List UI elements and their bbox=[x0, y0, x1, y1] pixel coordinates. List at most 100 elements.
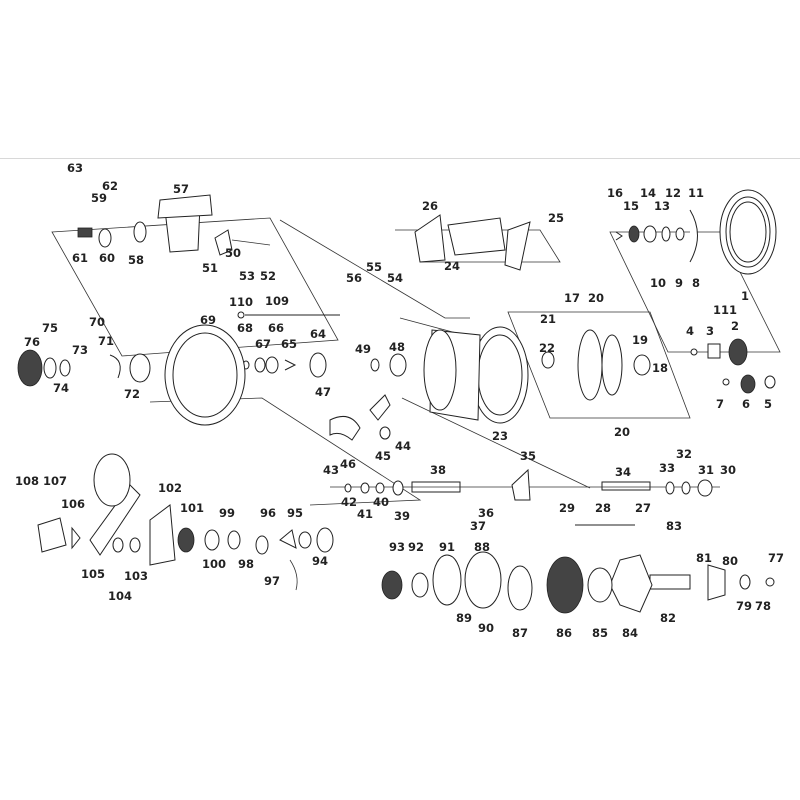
part-label: 53 bbox=[239, 269, 255, 283]
part-label: 35 bbox=[520, 449, 536, 463]
part-label: 90 bbox=[478, 621, 494, 635]
part-label: 109 bbox=[265, 294, 289, 308]
part-label: 102 bbox=[158, 481, 182, 495]
part-label: 25 bbox=[548, 211, 564, 225]
part-label: 65 bbox=[281, 337, 297, 351]
part-label: 2 bbox=[731, 319, 739, 333]
part-label: 26 bbox=[422, 199, 438, 213]
part-label: 49 bbox=[355, 342, 371, 356]
part-label: 46 bbox=[340, 457, 356, 471]
part-label: 9 bbox=[675, 276, 683, 290]
part-label: 56 bbox=[346, 271, 362, 285]
part-label: 86 bbox=[556, 626, 572, 640]
part-label: 94 bbox=[312, 554, 328, 568]
part-label: 58 bbox=[128, 253, 144, 267]
part-label: 106 bbox=[61, 497, 85, 511]
part-label: 52 bbox=[260, 269, 276, 283]
part-label: 24 bbox=[444, 259, 460, 273]
part-label: 92 bbox=[408, 540, 424, 554]
part-label: 60 bbox=[99, 251, 115, 265]
part-label: 95 bbox=[287, 506, 303, 520]
part-number-labels: 1234567891011121314151617181920202122232… bbox=[15, 161, 784, 640]
part-label: 6 bbox=[742, 397, 750, 411]
part-label: 4 bbox=[686, 324, 694, 338]
part-label: 103 bbox=[124, 569, 148, 583]
part-label: 51 bbox=[202, 261, 218, 275]
part-label: 61 bbox=[72, 251, 88, 265]
part-label: 11 bbox=[688, 186, 704, 200]
part-label: 33 bbox=[659, 461, 675, 475]
part-label: 105 bbox=[81, 567, 105, 581]
part-label: 15 bbox=[623, 199, 639, 213]
part-label: 28 bbox=[595, 501, 611, 515]
part-label: 19 bbox=[632, 333, 648, 347]
part-label: 74 bbox=[53, 381, 69, 395]
part-label: 100 bbox=[202, 557, 226, 571]
part-label: 8 bbox=[692, 276, 700, 290]
part-label: 12 bbox=[665, 186, 681, 200]
frame-23 bbox=[423, 326, 529, 424]
part-label: 21 bbox=[540, 312, 556, 326]
part-label: 20 bbox=[614, 425, 630, 439]
part-label: 14 bbox=[640, 186, 656, 200]
part-label: 59 bbox=[91, 191, 107, 205]
part-label: 3 bbox=[706, 324, 714, 338]
part-label: 71 bbox=[98, 334, 114, 348]
part-label: 111 bbox=[713, 303, 737, 317]
part-label: 81 bbox=[696, 551, 712, 565]
part-label: 93 bbox=[389, 540, 405, 554]
part-label: 40 bbox=[373, 495, 389, 509]
part-label: 110 bbox=[229, 295, 253, 309]
part-label: 13 bbox=[654, 199, 670, 213]
part-label: 77 bbox=[768, 551, 784, 565]
part-label: 101 bbox=[180, 501, 204, 515]
part-label: 88 bbox=[474, 540, 490, 554]
part-label: 70 bbox=[89, 315, 105, 329]
part-label: 18 bbox=[652, 361, 668, 375]
part-label: 63 bbox=[67, 161, 83, 175]
part-label: 38 bbox=[430, 463, 446, 477]
part-label: 31 bbox=[698, 463, 714, 477]
part-label: 45 bbox=[375, 449, 391, 463]
part-label: 78 bbox=[755, 599, 771, 613]
part-label: 48 bbox=[389, 340, 405, 354]
part-label: 22 bbox=[539, 341, 555, 355]
part-label: 23 bbox=[492, 429, 508, 443]
part-label: 29 bbox=[559, 501, 575, 515]
part-label: 87 bbox=[512, 626, 528, 640]
part-label: 39 bbox=[394, 509, 410, 523]
part-label: 64 bbox=[310, 327, 326, 341]
part-label: 97 bbox=[264, 574, 280, 588]
part-label: 79 bbox=[736, 599, 752, 613]
side-plate-1 bbox=[719, 189, 777, 275]
part-label: 107 bbox=[43, 474, 67, 488]
part-label: 7 bbox=[716, 397, 724, 411]
part-label: 41 bbox=[357, 507, 373, 521]
part-label: 20 bbox=[588, 291, 604, 305]
part-label: 98 bbox=[238, 557, 254, 571]
part-label: 76 bbox=[24, 335, 40, 349]
part-label: 47 bbox=[315, 385, 331, 399]
part-label: 85 bbox=[592, 626, 608, 640]
part-label: 32 bbox=[676, 447, 692, 461]
part-label: 66 bbox=[268, 321, 284, 335]
part-label: 99 bbox=[219, 506, 235, 520]
top-divider-line bbox=[0, 158, 800, 159]
part-label: 89 bbox=[456, 611, 472, 625]
part-label: 62 bbox=[102, 179, 118, 193]
part-label: 1 bbox=[741, 289, 749, 303]
part-label: 72 bbox=[124, 387, 140, 401]
parts bbox=[17, 189, 777, 614]
part-label: 69 bbox=[200, 313, 216, 327]
part-label: 30 bbox=[720, 463, 736, 477]
part-label: 108 bbox=[15, 474, 39, 488]
part-label: 27 bbox=[635, 501, 651, 515]
part-label: 54 bbox=[387, 271, 403, 285]
part-label: 16 bbox=[607, 186, 623, 200]
part-label: 68 bbox=[237, 321, 253, 335]
part-label: 43 bbox=[323, 463, 339, 477]
part-label: 55 bbox=[366, 260, 382, 274]
part-label: 104 bbox=[108, 589, 132, 603]
part-label: 96 bbox=[260, 506, 276, 520]
